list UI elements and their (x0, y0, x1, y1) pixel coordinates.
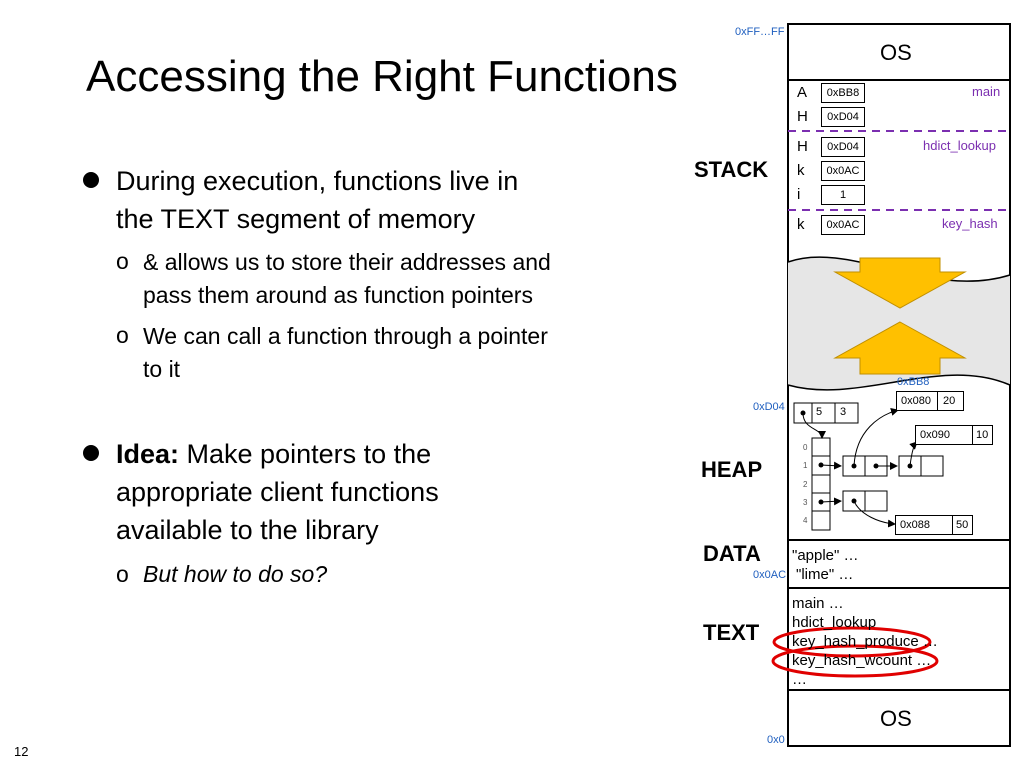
heap-label: HEAP (701, 457, 763, 482)
bullet-1-line-2: the TEXT segment of memory (116, 204, 476, 234)
page-number: 12 (14, 744, 29, 759)
sub-bullet-1-line-2: pass them around as function pointers (143, 282, 533, 308)
stack-var: H (797, 108, 808, 125)
stack-label: STACK (694, 157, 769, 182)
text-line: … (792, 671, 807, 688)
sub-bullet-2-line-1: We can call a function through a pointer (143, 323, 548, 349)
address-0ac: 0x0AC (753, 569, 787, 581)
frame-name-key-hash: key_hash (942, 216, 998, 231)
sub-bullet-1-text: & allows us to store their addresses and… (143, 246, 551, 312)
text-line: hdict_lookup (792, 614, 877, 631)
text-segment-lines: main … hdict_lookup key_hash_produce … k… (792, 594, 938, 689)
array-index: 3 (803, 498, 808, 507)
array-index: 2 (803, 480, 808, 489)
stack-var: A (797, 84, 808, 101)
heap-boundary (787, 374, 1011, 391)
node-value: 20 (943, 395, 956, 407)
stack-value-cell: 1 (821, 185, 865, 205)
bullet-2-text: Idea: Make pointers to the appropriate c… (116, 435, 439, 549)
sub-bullet-marker: o (116, 561, 129, 587)
bullet-2-line-3: available to the library (116, 515, 379, 545)
sub-bullet-marker: o (116, 248, 129, 274)
address-d04: 0xD04 (753, 401, 785, 413)
sub-bullet-2-text: We can call a function through a pointer… (143, 320, 548, 386)
address-bb8: 0xBB8 (897, 376, 930, 388)
data-line: "apple" … (792, 547, 859, 564)
stack-var: i (797, 186, 801, 203)
hash-header-box (793, 402, 859, 424)
address-top: 0xFF…FF (735, 26, 785, 38)
bullet-1-line-1: During execution, functions live in (116, 166, 519, 196)
header-cap-value: 3 (840, 406, 847, 418)
array-index: 1 (803, 461, 808, 470)
array-index: 4 (803, 516, 808, 525)
sub-bullet-1-line-1: & allows us to store their addresses and (143, 249, 551, 275)
bullet-dot (83, 445, 99, 461)
node-address: 0x090 (920, 429, 950, 441)
idea-label: Idea: (116, 439, 180, 469)
text-line: main … (792, 595, 844, 612)
node-value: 50 (956, 519, 969, 531)
address-bottom: 0x0 (767, 734, 785, 746)
slide-title: Accessing the Right Functions (86, 52, 678, 101)
heap-node: 0x090 10 (915, 425, 993, 445)
hash-table-array (811, 437, 831, 531)
highlight-ellipse (771, 644, 939, 678)
node-value: 10 (976, 429, 989, 441)
text-line: key_hash_produce … (792, 633, 938, 650)
node-address: 0x088 (900, 519, 930, 531)
heap-node: 0x080 20 (896, 391, 964, 411)
os-bottom-label: OS (880, 706, 912, 731)
stack-value-cell: 0x0AC (821, 161, 865, 181)
frame-name-hdict-lookup: hdict_lookup (923, 138, 996, 153)
bullet-2-line-2: appropriate client functions (116, 477, 439, 507)
sub-bullet-marker: o (116, 322, 129, 348)
highlight-ellipse (772, 626, 932, 658)
stack-growth-arrow (833, 257, 967, 309)
stack-value-cell: 0x0AC (821, 215, 865, 235)
node-address: 0x080 (901, 395, 931, 407)
bullet-dot (83, 172, 99, 188)
stack-value-cell: 0xD04 (821, 107, 865, 127)
os-top-label: OS (880, 40, 912, 65)
bullet-1-text: During execution, functions live in the … (116, 162, 518, 238)
frame-name-main: main (972, 84, 1001, 99)
data-line: "lime" … (796, 566, 854, 583)
stack-var: k (797, 216, 805, 233)
heap-node: 0x088 50 (895, 515, 973, 535)
text-label: TEXT (703, 620, 760, 645)
text-line: key_hash_wcount … (792, 652, 932, 669)
stack-var: H (797, 138, 808, 155)
array-index: 0 (803, 443, 808, 452)
heap-growth-arrow (833, 321, 967, 375)
data-label: DATA (703, 541, 761, 566)
idea-rest: Make pointers to the (179, 439, 432, 469)
sub-bullet-2-line-2: to it (143, 356, 181, 382)
sub-bullet-3-text: But how to do so? (143, 561, 328, 587)
stack-value-cell: 0xBB8 (821, 83, 865, 103)
header-size-value: 5 (816, 406, 823, 418)
stack-var: k (797, 162, 805, 179)
stack-value-cell: 0xD04 (821, 137, 865, 157)
